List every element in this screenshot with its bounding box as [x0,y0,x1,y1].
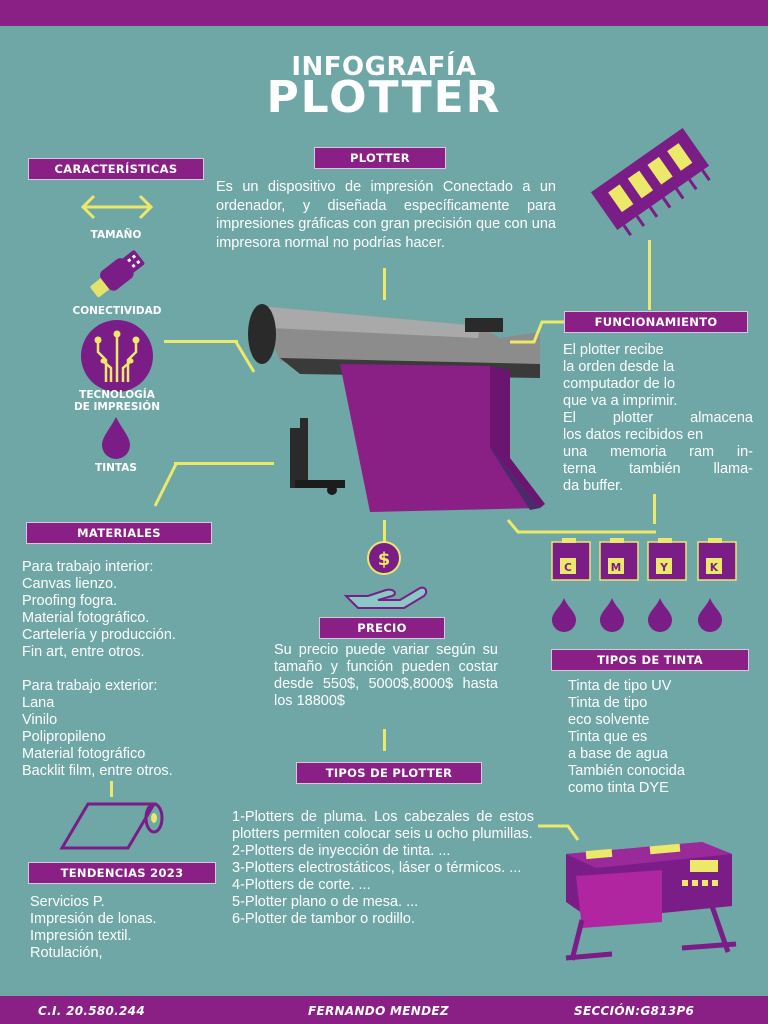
connector-line [110,781,113,797]
material-line: Material fotográfico [22,746,146,762]
cartridge-letter: Y [660,562,668,574]
ink-type-line: a base de agua [568,746,668,762]
trend-line: Servicios P. [30,894,105,910]
ink-type-line: como tinta DYE [568,780,669,796]
ink-type-line: Tinta de tipo UV [568,678,672,694]
materials-heading: MATERIALES [26,522,212,544]
material-line: Vinilo [22,712,58,728]
material-line: Backlit film, entre otros. [22,763,173,779]
ink-type-line: eco solvente [568,712,650,728]
footer-band [0,996,768,1024]
top-band [0,0,768,26]
materials-interior: Para trabajo interior: Canvas lienzo. Pr… [22,559,262,661]
functioning-line: que va a imprimir. [563,393,678,409]
functioning-line: da buffer. [563,478,624,494]
footer-section: SECCIÓN:G813P6 [574,1004,695,1018]
connector-line [506,519,656,534]
material-line: Cartelería y producción. [22,627,176,643]
material-line: Lana [22,695,55,711]
functioning-line: terna también llama- [563,461,753,477]
functioning-line: El plotter almacena [563,410,753,426]
characteristic-connectivity: CONECTIVIDAD [72,305,162,317]
memory-chip-icon [590,128,711,236]
cartridge-letter: C [564,562,572,574]
page-title: PLOTTER [266,72,502,123]
plotter-type-line: 5-Plotter plano o de mesa. ... [232,894,419,910]
ink-type-line: Tinta de tipo [568,695,648,711]
functioning-text: El plotter recibe la orden desde la comp… [563,342,753,495]
money-hand-icon: $ [343,541,428,609]
trends-list: Servicios P. Impresión de lonas. Impresi… [30,894,260,962]
connector-line [653,494,656,524]
material-line: Para trabajo exterior: [22,678,158,694]
circuit-icon [81,320,153,392]
characteristic-size: TAMAÑO [90,229,142,241]
trend-line: Impresión de lonas. [30,911,157,927]
material-line: Proofing fogra. [22,593,118,609]
connector-line [174,462,274,465]
trend-line: Rotulación, [30,945,103,961]
characteristic-technology: TECNOLOGÍA DE IMPRESIÓN [73,389,161,413]
plotter-types-list: 1-Plotters de pluma. Los cabezales de es… [232,809,534,928]
price-heading: PRECIO [319,617,445,639]
characteristic-inks: TINTAS [95,462,137,474]
material-line: Fin art, entre otros. [22,644,145,660]
material-line: Polipropileno [22,729,106,745]
connector-line [538,824,580,841]
cartridge-letter: M [610,562,622,574]
functioning-line: computador de lo [563,376,676,392]
connector-line [383,729,386,751]
material-line: Material fotográfico. [22,610,150,626]
functioning-line: la orden desde la [563,359,675,375]
plotter-type-line: 2-Plotters de inyección de tinta. ... [232,843,451,859]
functioning-line: una memoria ram in- [563,444,753,460]
paper-roll-icon [59,802,164,850]
plotter-types-heading: TIPOS DE PLOTTER [296,762,482,784]
connector-line [510,320,566,344]
ink-type-line: También conocida [568,763,685,779]
trend-line: Impresión textil. [30,928,132,944]
material-line: Canvas lienzo. [22,576,118,592]
trends-heading: TENDENCIAS 2023 [28,862,216,884]
footer-name: FERNANDO MENDEZ [308,1004,449,1018]
plotter-heading: PLOTTER [314,147,446,169]
functioning-line: El plotter recibe [563,342,664,358]
footer-id: C.I. 20.580.244 [38,1004,145,1018]
ink-type-line: Tinta que es [568,729,648,745]
plotter-machine-icon [248,304,545,512]
plotter-machine-icon [565,842,737,961]
connector-line [164,340,238,343]
usb-icon [90,250,145,298]
functioning-heading: FUNCIONAMIENTO [564,311,748,333]
connector-line [648,240,651,310]
ink-drop-icon [102,417,130,459]
characteristics-heading: CARACTERÍSTICAS [28,158,204,180]
functioning-line: los datos recibidos en [563,427,704,443]
ink-types-heading: TIPOS DE TINTA [551,649,749,671]
plotter-type-line: 1-Plotters de pluma. Los cabezales de es… [232,809,534,842]
connector-line [383,520,386,544]
connector-line [234,341,256,373]
ink-cartridge-icon [551,538,737,632]
plotter-description: Es un dispositivo de impresión Conectado… [216,179,556,251]
ink-types-list: Tinta de tipo UV Tinta de tipo eco solve… [568,678,758,797]
plotter-type-line: 6-Plotter de tambor o rodillo. [232,911,415,927]
title-line1: INFOGRAFÍA [291,52,477,82]
plotter-type-line: 3-Plotters electrostáticos, láser o térm… [232,860,522,876]
material-line: Para trabajo interior: [22,559,154,575]
connector-line [153,463,178,507]
arrows-icon [80,194,154,220]
svg-text:$: $ [378,549,391,570]
price-text: Su precio puede variar según su tamaño y… [274,642,498,709]
plotter-type-line: 4-Plotters de corte. ... [232,877,371,893]
connector-line [383,268,386,300]
materials-exterior: Para trabajo exterior: Lana Vinilo Polip… [22,678,262,780]
cartridge-letter: K [709,562,719,574]
